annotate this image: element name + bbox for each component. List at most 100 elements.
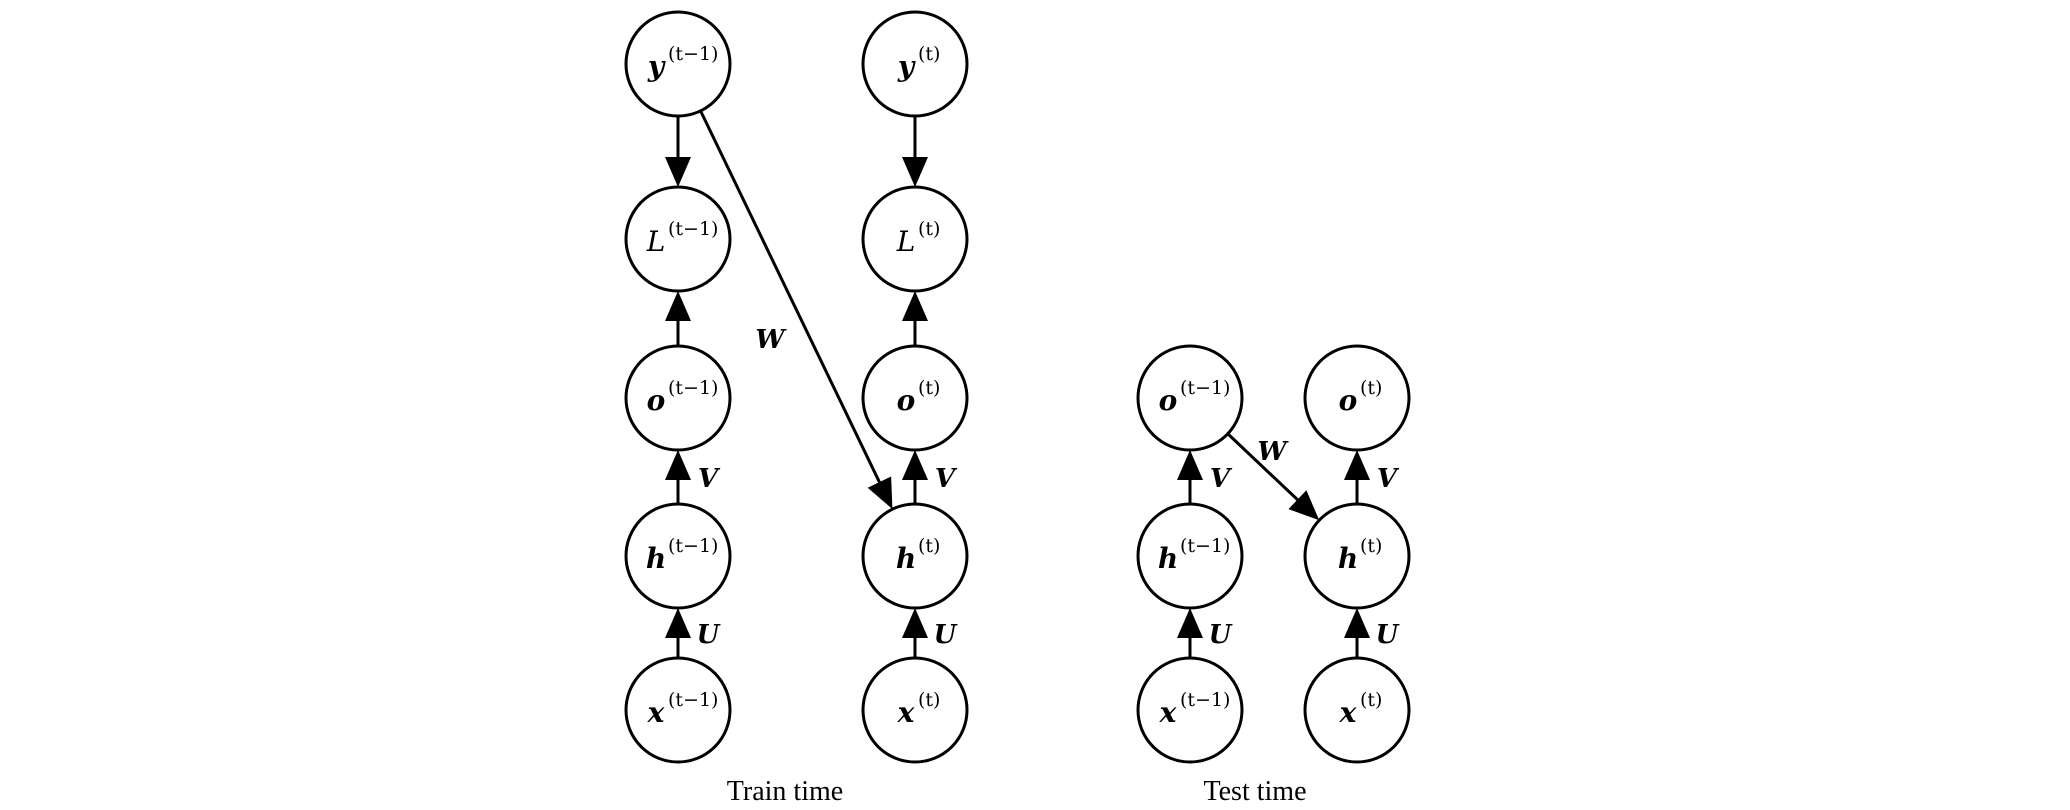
edge-x_prev_test-to-h_prev_test: U [1177, 608, 1233, 658]
node-circle [1303, 344, 1411, 452]
node-superscript: (t−1) [668, 377, 718, 399]
edge-label-w: W [1257, 437, 1289, 467]
edge-label-u: U [1376, 620, 1400, 650]
node-o_cur_train: o(t) [861, 344, 969, 452]
node-circle [1303, 502, 1411, 610]
edge-h_prev_train-to-o_prev_train: V [665, 450, 721, 504]
node-circle [624, 344, 732, 452]
node-o_prev_train: o(t−1) [624, 344, 732, 452]
edge-label-v: V [1377, 464, 1400, 494]
node-h_cur_train: h(t) [861, 502, 969, 610]
node-circle [624, 502, 732, 610]
edge-o_prev_test-to-h_cur_test: W [1226, 432, 1320, 521]
edge-label-w: W [755, 325, 787, 355]
node-x_prev_train: x(t−1) [624, 656, 732, 764]
node-symbol: o [1159, 384, 1178, 417]
node-circle [861, 656, 969, 764]
node-symbol: h [1338, 542, 1358, 575]
node-superscript: (t−1) [1180, 535, 1230, 557]
arrowhead-icon [902, 291, 928, 321]
node-symbol: L [896, 225, 916, 258]
node-h_prev_test: h(t−1) [1136, 502, 1244, 610]
node-superscript: (t) [918, 377, 940, 399]
node-x_cur_train: x(t) [861, 656, 969, 764]
arrowhead-icon [1177, 450, 1203, 480]
node-circle [861, 502, 969, 610]
edge-y_prev_train-to-L_prev_train [665, 116, 691, 187]
edge-x_prev_train-to-h_prev_train: U [665, 608, 721, 658]
node-symbol: x [647, 696, 665, 729]
node-symbol: o [647, 384, 666, 417]
node-symbol: x [897, 696, 915, 729]
node-L_cur_train: L(t) [861, 185, 969, 293]
edge-o_prev_train-to-L_prev_train [665, 291, 691, 346]
node-superscript: (t−1) [1180, 689, 1230, 711]
node-superscript: (t) [1360, 377, 1382, 399]
node-superscript: (t−1) [668, 43, 718, 65]
node-symbol: o [1339, 384, 1358, 417]
node-symbol: o [897, 384, 916, 417]
node-symbol: x [1339, 696, 1357, 729]
arrowhead-icon [1288, 490, 1320, 521]
node-x_cur_test: x(t) [1303, 656, 1411, 764]
node-symbol: h [1158, 542, 1178, 575]
edge-label-v: V [1210, 464, 1233, 494]
node-circle [861, 344, 969, 452]
node-superscript: (t) [918, 689, 940, 711]
arrowhead-icon [665, 450, 691, 480]
arrowhead-icon [902, 450, 928, 480]
node-symbol: h [646, 542, 666, 575]
edge-label-u: U [697, 620, 721, 650]
arrowhead-icon [1177, 608, 1203, 638]
node-o_prev_test: o(t−1) [1136, 344, 1244, 452]
arrowhead-icon [902, 608, 928, 638]
node-superscript: (t) [1360, 535, 1382, 557]
node-h_prev_train: h(t−1) [624, 502, 732, 610]
node-symbol: h [896, 542, 916, 575]
node-h_cur_test: h(t) [1303, 502, 1411, 610]
node-circle [1136, 502, 1244, 610]
node-L_prev_train: L(t−1) [624, 185, 732, 293]
arrowhead-icon [1344, 450, 1370, 480]
node-circle [1136, 656, 1244, 764]
edge-y_cur_train-to-L_cur_train [902, 116, 928, 187]
node-symbol: x [1159, 696, 1177, 729]
node-superscript: (t) [918, 43, 940, 65]
node-circle [1303, 656, 1411, 764]
test-time-caption: Test time [1203, 776, 1306, 807]
arrowhead-icon [867, 476, 893, 510]
node-circle [861, 10, 969, 118]
node-superscript: (t) [918, 535, 940, 557]
node-circle [624, 656, 732, 764]
edge-label-v: V [935, 464, 958, 494]
arrowhead-icon [665, 291, 691, 321]
nodes-layer: y(t−1)L(t−1)o(t−1)h(t−1)x(t−1)y(t)L(t)o(… [624, 10, 1411, 764]
arrowhead-icon [1344, 608, 1370, 638]
train-time-caption: Train time [727, 776, 843, 807]
node-y_cur_train: y(t) [861, 10, 969, 118]
edge-label-u: U [934, 620, 958, 650]
node-x_prev_test: x(t−1) [1136, 656, 1244, 764]
node-o_cur_test: o(t) [1303, 344, 1411, 452]
edge-line [1226, 432, 1300, 503]
node-y_prev_train: y(t−1) [624, 10, 732, 118]
arrowhead-icon [902, 157, 928, 187]
edge-h_prev_test-to-o_prev_test: V [1177, 450, 1233, 504]
node-superscript: (t) [918, 218, 940, 240]
node-superscript: (t−1) [668, 218, 718, 240]
edge-x_cur_test-to-h_cur_test: U [1344, 608, 1400, 658]
edge-label-v: V [698, 464, 721, 494]
node-circle [624, 185, 732, 293]
node-symbol: y [897, 50, 916, 83]
edge-y_prev_train-to-h_cur_train: W [699, 110, 893, 510]
arrowhead-icon [665, 157, 691, 187]
node-superscript: (t−1) [1180, 377, 1230, 399]
node-symbol: y [647, 50, 666, 83]
node-circle [1136, 344, 1244, 452]
node-superscript: (t−1) [668, 689, 718, 711]
node-superscript: (t) [1360, 689, 1382, 711]
edge-line [699, 110, 882, 485]
node-circle [861, 185, 969, 293]
